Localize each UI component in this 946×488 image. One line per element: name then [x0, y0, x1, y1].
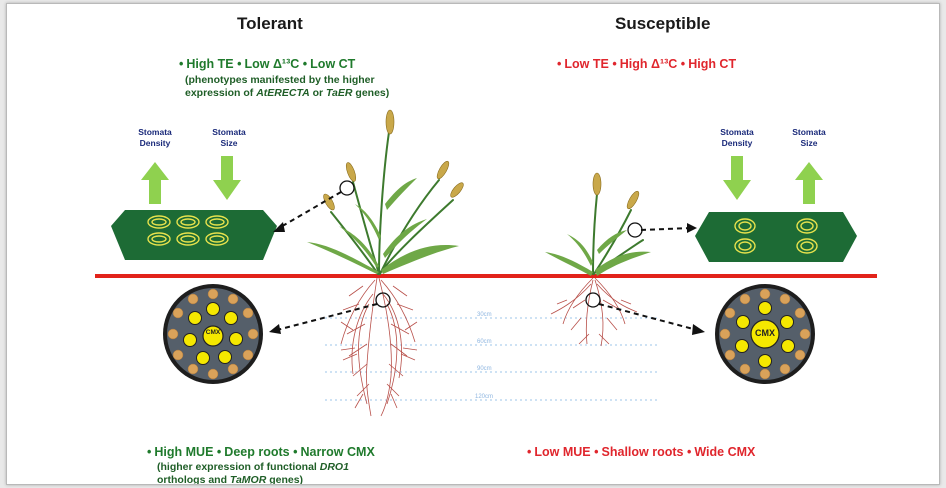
susceptible-size-up-arrow — [795, 162, 823, 204]
diagram-graphics — [7, 4, 939, 484]
susceptible-root-trait-1: Low MUE — [534, 445, 590, 459]
depth-label-90: 90cm — [477, 366, 492, 372]
pointer-arrows — [277, 192, 697, 330]
depth-label-120: 120cm — [475, 394, 493, 400]
tolerant-root-note: (higher expression of functional DRO1 or… — [157, 461, 349, 485]
tolerant-density-up-arrow — [141, 162, 169, 204]
susceptible-leaf-magnifier — [628, 223, 642, 237]
tolerant-root-note-line1: (higher expression of functional DRO1 — [157, 461, 349, 474]
tolerant-root-trait-1: High MUE — [154, 445, 213, 459]
tolerant-leaf-panel — [111, 210, 277, 260]
depth-label-60: 60cm — [477, 339, 492, 345]
susceptible-root-traits: •Low MUE •Shallow roots •Wide CMX — [527, 445, 755, 459]
tolerant-root-traits: •High MUE •Deep roots •Narrow CMX — [147, 445, 375, 459]
depth-label-30: 30cm — [477, 312, 492, 318]
susceptible-root-trait-2: Shallow roots — [602, 445, 684, 459]
tolerant-roots — [341, 278, 417, 416]
tolerant-leaf-magnifier — [340, 181, 354, 195]
soil-line — [95, 274, 877, 278]
depth-lines — [325, 318, 657, 400]
tolerant-root-note-line2: orthologs and TaMOR genes) — [157, 474, 349, 485]
figure-frame: Tolerant Susceptible •High TE •Low Δ¹³C … — [6, 3, 940, 485]
tolerant-root-trait-3: Narrow CMX — [300, 445, 374, 459]
susceptible-wheat-plant — [545, 173, 651, 276]
susceptible-leaf-pointer — [641, 228, 691, 230]
susceptible-leaf-panel — [695, 212, 857, 262]
tolerant-size-down-arrow — [213, 156, 241, 200]
tolerant-root-trait-2: Deep roots — [224, 445, 289, 459]
tolerant-wheat-plant — [307, 110, 465, 274]
susceptible-root-trait-3: Wide CMX — [694, 445, 755, 459]
susceptible-root-magnifier — [586, 293, 600, 307]
susceptible-density-down-arrow — [723, 156, 751, 200]
susceptible-roots — [551, 278, 637, 346]
susceptible-cmx-label: CMX — [751, 328, 779, 338]
tolerant-cmx-label: CMX — [201, 329, 225, 336]
